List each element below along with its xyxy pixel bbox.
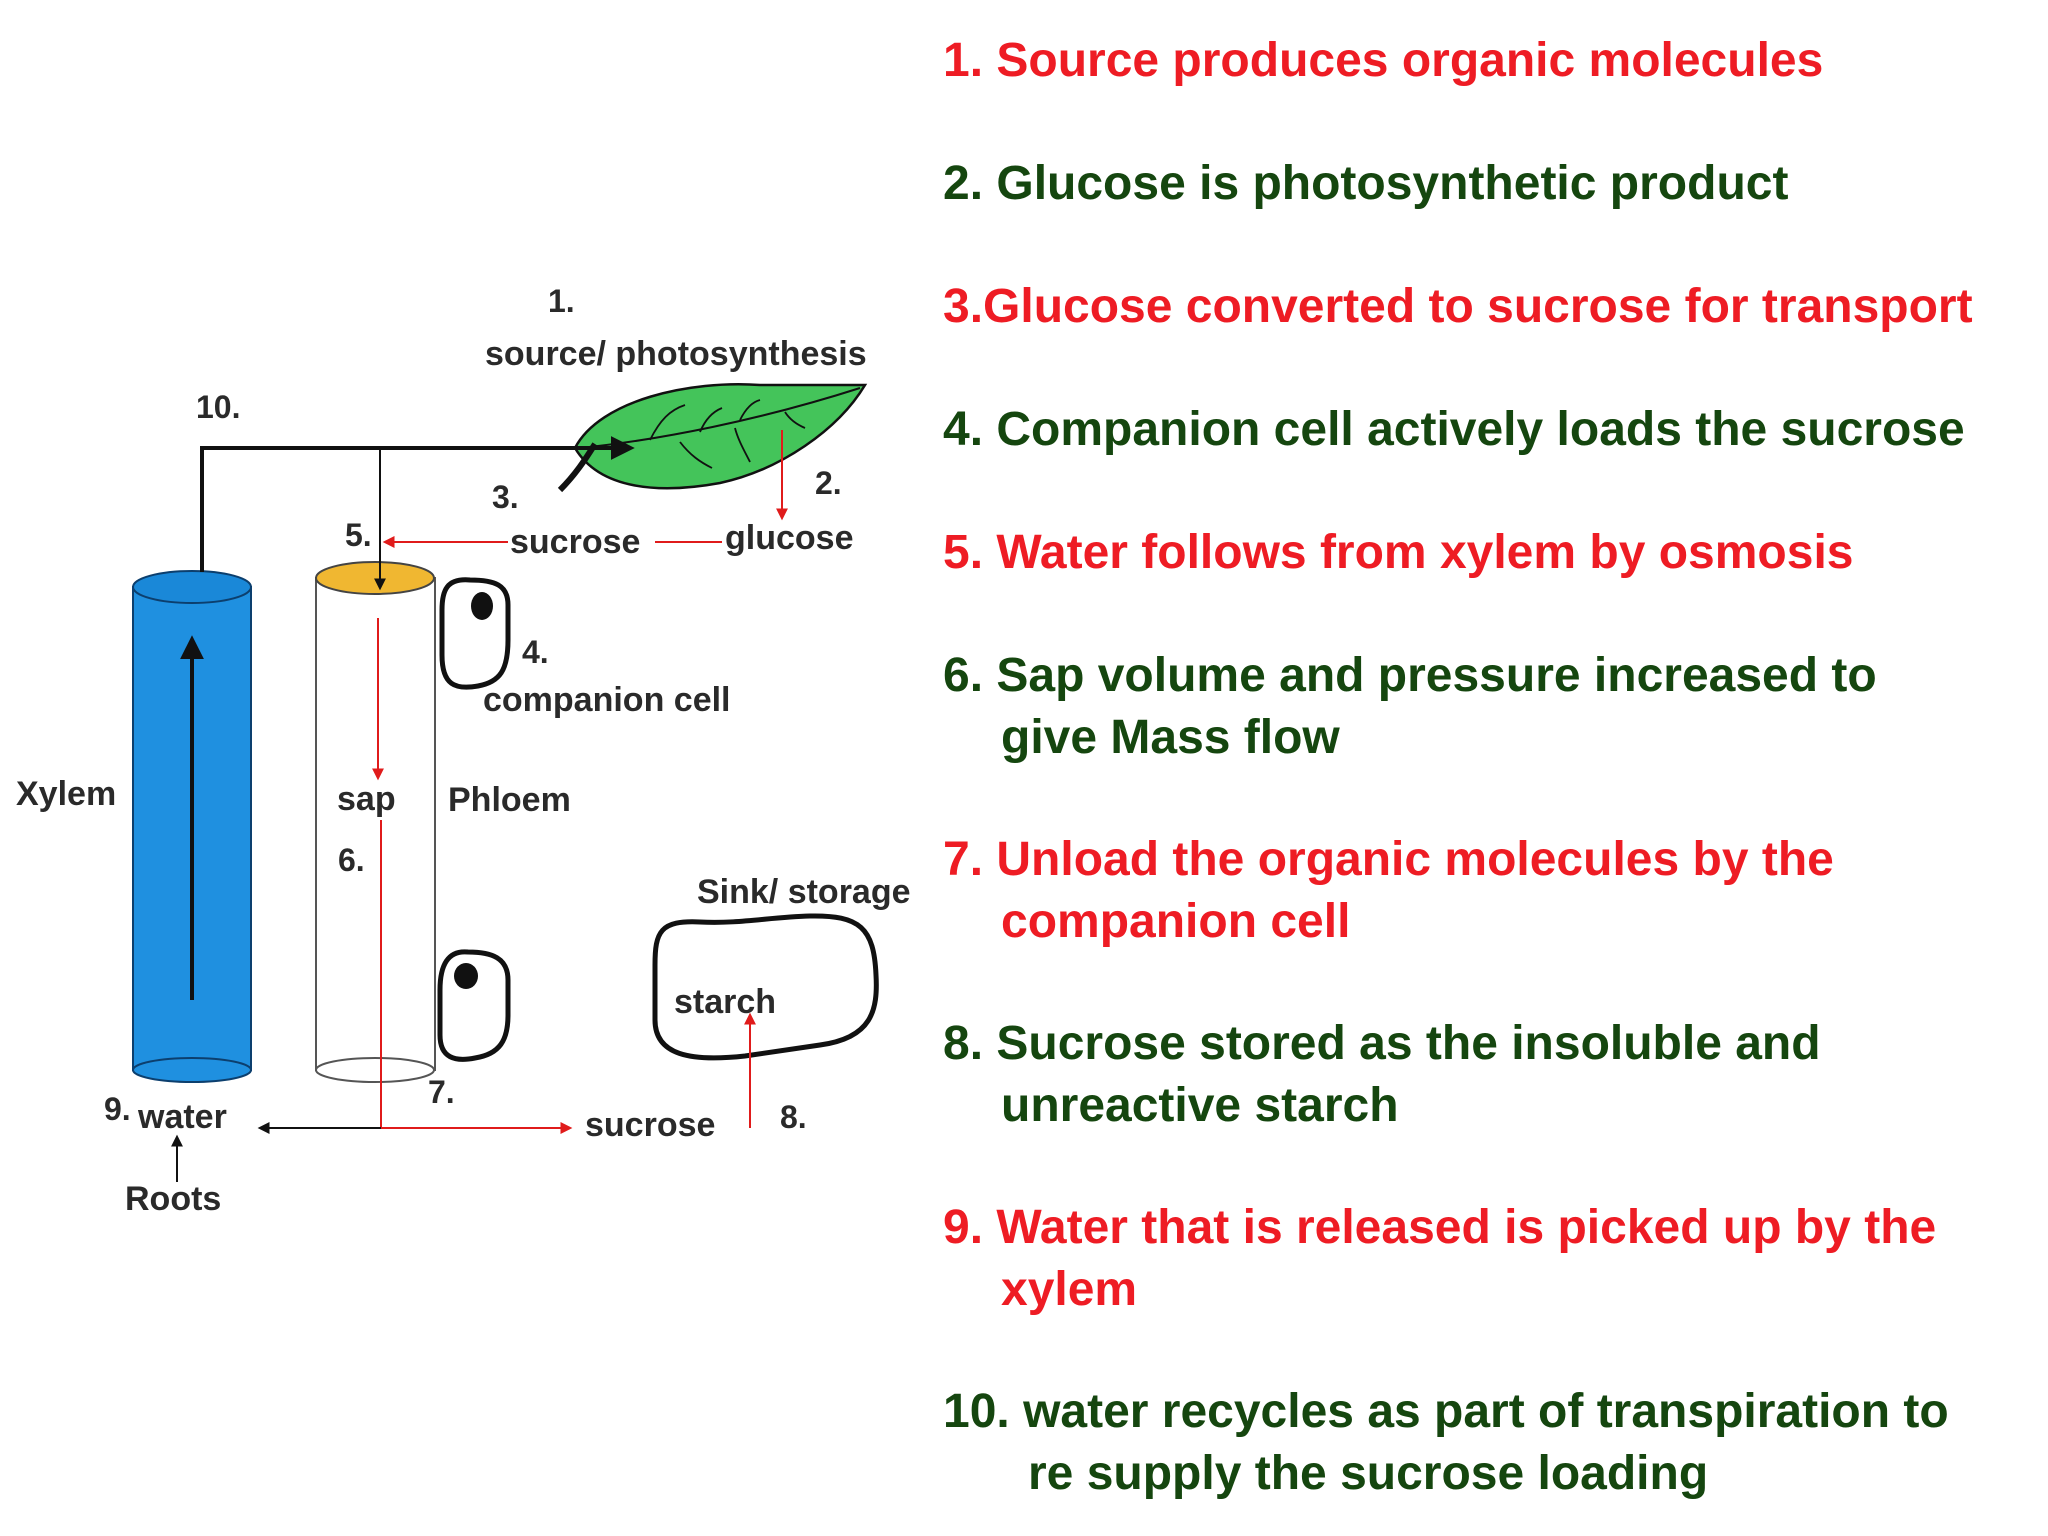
companion-cell-label: companion cell	[483, 681, 731, 719]
step-7: 7. Unload the organic molecules by the c…	[943, 833, 1834, 948]
source-label: source/ photosynthesis	[485, 335, 867, 373]
sap-label: sap	[337, 780, 396, 818]
step-6: 6. Sap volume and pressure increased to …	[943, 649, 1877, 764]
step-3: 3.Glucose converted to sucrose for trans…	[943, 280, 1973, 333]
sink-storage-cell	[652, 913, 879, 1061]
companion-cell-top-nucleus	[471, 592, 493, 620]
step-2: 2. Glucose is photosynthetic product	[943, 157, 1789, 210]
leaf-icon	[557, 383, 868, 493]
label-3: 3.	[492, 479, 519, 515]
sucrose-top-label: sucrose	[510, 523, 640, 561]
xylem-label: Xylem	[16, 775, 116, 813]
label-6: 6.	[338, 842, 365, 878]
step-5: 5. Water follows from xylem by osmosis	[943, 526, 1854, 579]
phloem-tube	[315, 561, 436, 1083]
label-4: 4.	[522, 634, 549, 670]
label-5: 5.	[345, 517, 372, 553]
phloem-label: Phloem	[448, 781, 571, 819]
label-8: 8.	[780, 1099, 807, 1135]
glucose-label: glucose	[725, 519, 853, 557]
step-4: 4. Companion cell actively loads the suc…	[943, 403, 1965, 456]
starch-label: starch	[674, 983, 776, 1021]
sucrose-bottom-label: sucrose	[585, 1106, 715, 1144]
label-10: 10.	[196, 389, 240, 425]
xylem-tube	[132, 570, 252, 1083]
label-9: 9.	[104, 1091, 131, 1127]
companion-cell-bottom-nucleus	[454, 963, 478, 989]
roots-label: Roots	[125, 1180, 221, 1218]
step-10: 10. water recycles as part of transpirat…	[943, 1385, 1949, 1500]
step-9: 9. Water that is released is picked up b…	[943, 1201, 1937, 1316]
phloem-transport-diagram: 1. source/ photosynthesis 10. 2. 3. 5. s…	[16, 283, 911, 1218]
step-8: 8. Sucrose stored as the insoluble and u…	[943, 1017, 1821, 1132]
water-recycle-arrow	[200, 436, 635, 572]
sink-label: Sink/ storage	[697, 873, 911, 911]
label-1: 1.	[548, 283, 575, 319]
water-label: water	[137, 1098, 227, 1136]
label-7: 7.	[428, 1074, 455, 1110]
step-1: 1. Source produces organic molecules	[943, 34, 1824, 87]
label-2: 2.	[815, 465, 842, 501]
